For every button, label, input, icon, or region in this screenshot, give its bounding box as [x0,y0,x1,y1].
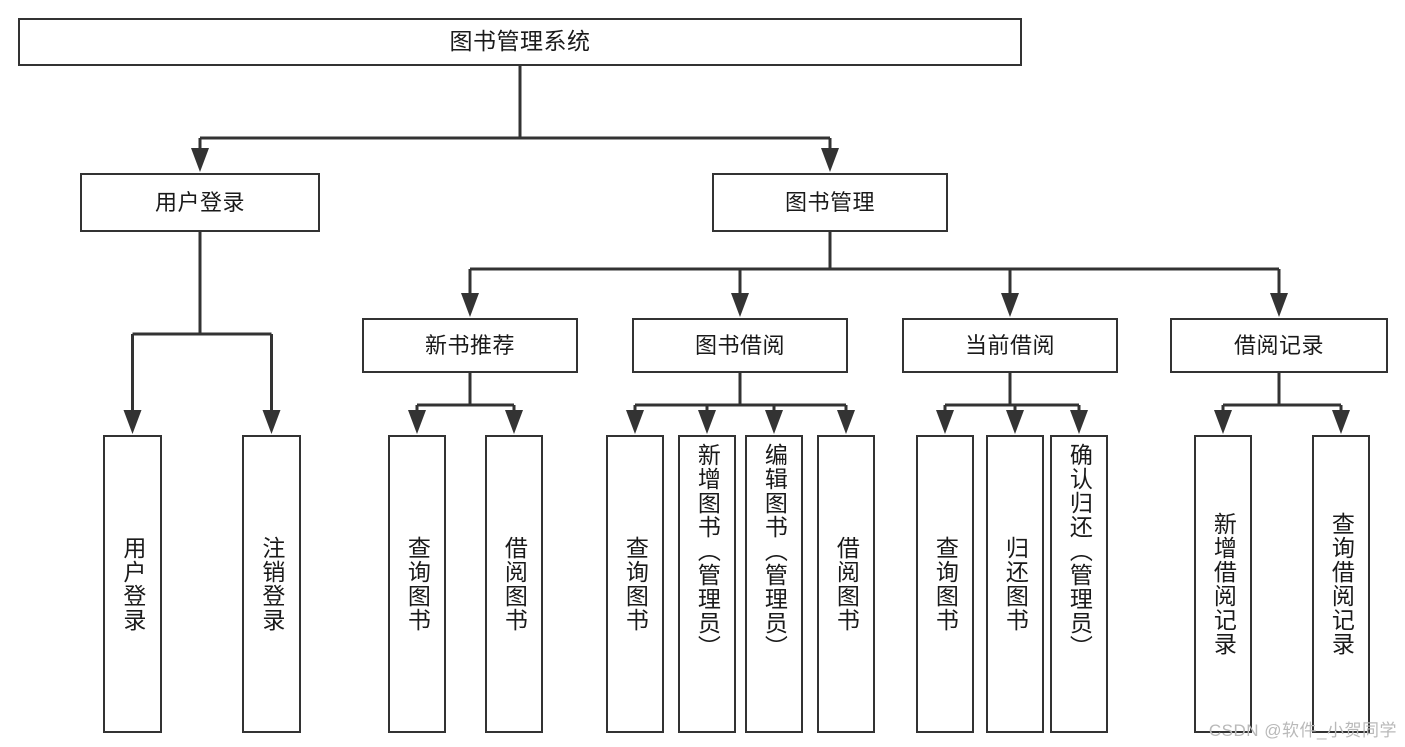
node-label: 查询图书 [404,536,431,632]
node-label: 新书推荐 [424,332,515,358]
arrowhead-bookmgmt [821,148,839,172]
watermark: CSDN @软件_小贺同学 [1208,721,1397,740]
node-label: 图书管理 [784,189,875,215]
arrowhead-leaf-rc-add [1214,410,1232,434]
node-label: 图书借阅 [694,332,785,358]
node-leaf-cu-return[interactable]: 归还图书 [986,435,1044,733]
node-leaf-user-logout[interactable]: 注销登录 [242,435,301,733]
node-leaf-rc-add[interactable]: 新增借阅记录 [1194,435,1252,733]
arrowhead-leaf-bo-borrow [837,410,855,434]
arrowhead-leaf-user-logout [262,410,281,434]
arrowhead-leaf-bo-query [626,410,644,434]
node-label: 确认归还（管理员） [1066,443,1093,659]
node-label: 用户登录 [154,189,245,215]
arrowhead-leaf-rc-query [1332,410,1350,434]
arrowhead-login [191,148,209,172]
node-label: 图书管理系统 [449,28,591,55]
node-label: 注销登录 [258,536,285,632]
node-leaf-bo-borrow[interactable]: 借阅图书 [817,435,875,733]
node-bookmgmt[interactable]: 图书管理 [712,173,948,232]
arrowhead-leaf-nb-query [408,410,426,434]
node-login[interactable]: 用户登录 [80,173,320,232]
node-label: 当前借阅 [964,332,1055,358]
node-label: 新增图书（管理员） [694,443,721,659]
arrowhead-leaf-user-login [123,410,142,434]
arrowhead-borrow [731,293,749,317]
node-leaf-bo-add[interactable]: 新增图书（管理员） [678,435,736,733]
node-label: 用户登录 [119,536,146,632]
node-label: 借阅图书 [833,536,860,632]
node-label: 编辑图书（管理员） [761,443,788,659]
arrowhead-leaf-bo-edit [765,410,783,434]
node-leaf-bo-edit[interactable]: 编辑图书（管理员） [745,435,803,733]
arrowhead-records [1270,293,1288,317]
arrowhead-leaf-nb-borrow [505,410,523,434]
node-leaf-cu-confirm[interactable]: 确认归还（管理员） [1050,435,1108,733]
node-records[interactable]: 借阅记录 [1170,318,1388,373]
node-leaf-cu-query[interactable]: 查询图书 [916,435,974,733]
arrowhead-leaf-cu-query [936,410,954,434]
arrowhead-current [1001,293,1019,317]
node-label: 新增借阅记录 [1210,512,1237,656]
node-label: 查询借阅记录 [1328,512,1355,656]
node-leaf-rc-query[interactable]: 查询借阅记录 [1312,435,1370,733]
node-leaf-nb-query[interactable]: 查询图书 [388,435,446,733]
node-root[interactable]: 图书管理系统 [18,18,1022,66]
node-newbook[interactable]: 新书推荐 [362,318,578,373]
node-borrow[interactable]: 图书借阅 [632,318,848,373]
arrowhead-newbook [461,293,479,317]
node-label: 借阅记录 [1233,332,1324,358]
node-label: 查询图书 [622,536,649,632]
arrowhead-leaf-cu-return [1006,410,1024,434]
node-label: 查询图书 [932,536,959,632]
node-current[interactable]: 当前借阅 [902,318,1118,373]
node-label: 借阅图书 [501,536,528,632]
arrowhead-leaf-cu-confirm [1070,410,1088,434]
node-label: 归还图书 [1002,536,1029,632]
node-leaf-nb-borrow[interactable]: 借阅图书 [485,435,543,733]
arrowhead-leaf-bo-add [698,410,716,434]
node-leaf-bo-query[interactable]: 查询图书 [606,435,664,733]
node-leaf-user-login[interactable]: 用户登录 [103,435,162,733]
